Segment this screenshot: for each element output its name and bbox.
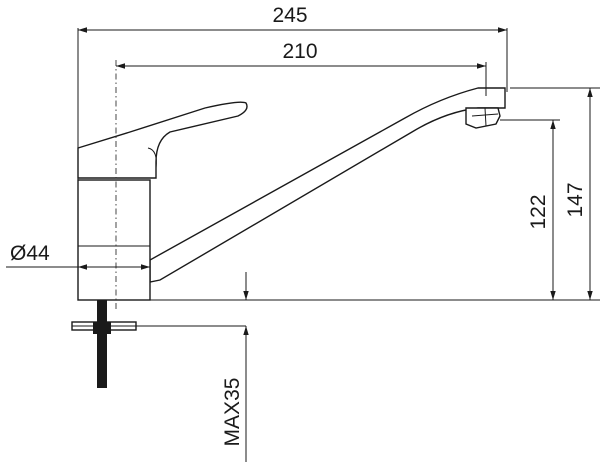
spout [149, 87, 506, 283]
lever-handle [77, 101, 248, 179]
dimension-245: 245 [77, 4, 508, 180]
mounting-nut [93, 322, 111, 334]
aerator-notch [484, 107, 487, 127]
label-diameter-44: Ø44 [10, 242, 50, 265]
spout-aerator [465, 107, 501, 129]
dimension-max35: MAX35 [221, 272, 249, 462]
faucet-body [77, 179, 151, 301]
label-147: 147 [564, 182, 587, 217]
label-122: 122 [527, 194, 550, 229]
dimension-147: 147 [510, 87, 600, 301]
faucet-outline [71, 87, 506, 388]
label-245: 245 [272, 4, 307, 27]
dimension-210: 210 [116, 40, 487, 96]
lever-detail [147, 147, 157, 169]
dimension-diameter-44: Ø44 [6, 242, 150, 267]
label-max35: MAX35 [221, 378, 244, 447]
label-210: 210 [282, 40, 317, 63]
dimension-122: 122 [500, 119, 560, 300]
threaded-rod [97, 300, 107, 388]
